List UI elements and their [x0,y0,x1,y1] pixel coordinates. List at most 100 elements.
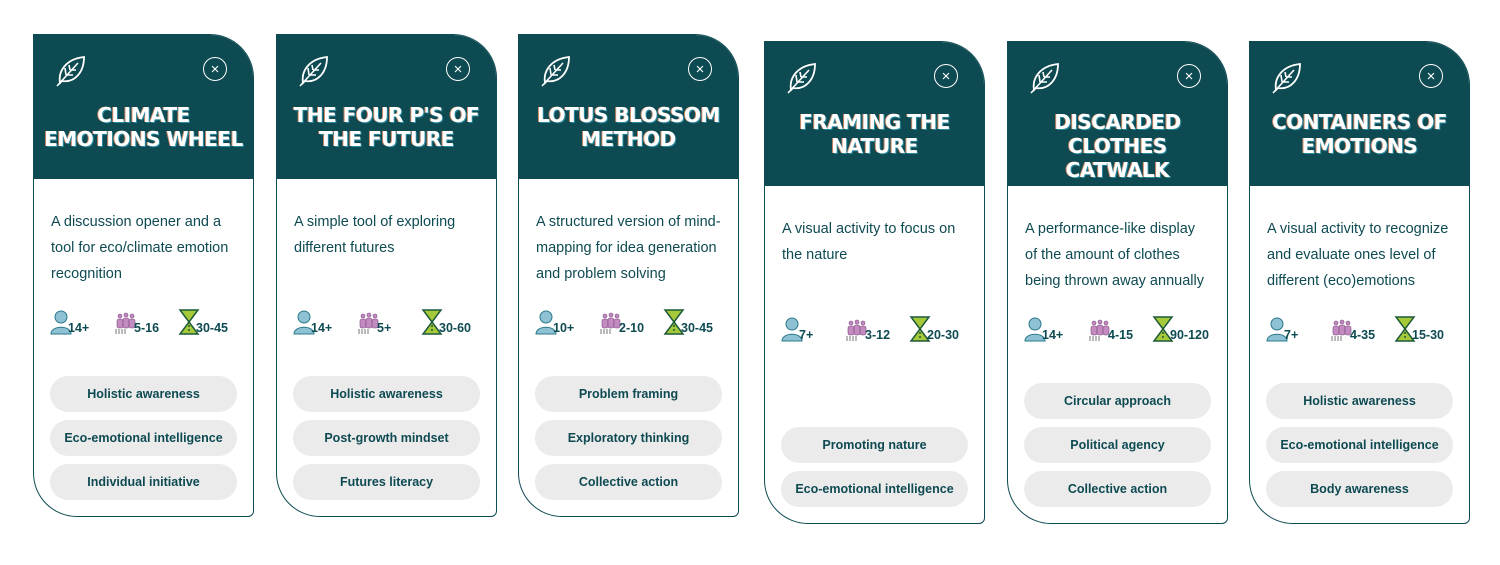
age-stat: 14+ [1024,308,1088,342]
tag-pill[interactable]: Promoting nature [781,427,968,463]
group-size-value: 5-16 [134,321,160,335]
age-stat: 14+ [293,301,357,335]
leaf-icon [1030,62,1059,94]
group-size-value: 3-12 [865,328,891,342]
tag-pill[interactable]: Circular approach [1024,383,1211,419]
card-stats: 7+ 3-12 20-30 [765,308,984,342]
group-icon [1089,319,1110,341]
duration-value: 30-45 [196,321,228,335]
tag-pill[interactable]: Futures literacy [293,464,480,500]
activity-card[interactable]: × CLIMATE EMOTIONS WHEEL A discussion op… [33,34,254,517]
tag-pill[interactable]: Eco-emotional intelligence [1266,427,1453,463]
card-description: A structured version of mind-mapping for… [536,214,721,282]
tag-pill[interactable]: Body awareness [1266,471,1453,507]
age-stat: 10+ [535,301,599,335]
activity-card[interactable]: × CONTAINERS OF EMOTIONS A visual activi… [1249,41,1470,524]
tag-pill[interactable]: Holistic awareness [293,376,480,412]
tag-pill[interactable]: Individual initiative [50,464,237,500]
leaf-icon [299,55,328,87]
activity-card[interactable]: × THE FOUR P'S OF THE FUTURE A simple to… [276,34,497,517]
card-title: DISCARDED CLOTHES CATWALK [1054,110,1181,182]
card-stats: 14+ 5+ 30-60 [277,301,496,335]
hourglass-icon [909,316,931,342]
time-stat: 30-45 [663,301,727,335]
leaf-icon [787,62,816,94]
hourglass-icon [178,309,200,335]
duration-value: 30-45 [681,321,713,335]
group-stat: 2-10 [599,301,663,335]
duration-value: 20-30 [927,328,959,342]
leaf-icon [1272,62,1301,94]
tag-pill[interactable]: Problem framing [535,376,722,412]
person-icon [1266,317,1288,342]
tag-pill[interactable]: Holistic awareness [50,376,237,412]
tag-pill[interactable]: Post-growth mindset [293,420,480,456]
card-title: THE FOUR P'S OF THE FUTURE [293,103,480,151]
card-stats: 14+ 4-15 90-120 [1008,308,1227,342]
activity-card[interactable]: × DISCARDED CLOTHES CATWALK A performanc… [1007,41,1228,524]
group-stat: 4-15 [1088,308,1152,342]
tag-pill[interactable]: Eco-emotional intelligence [781,471,968,507]
card-title: LOTUS BLOSSOM METHOD [537,103,720,151]
card-title: FRAMING THE NATURE [799,110,950,158]
card-description: A visual activity to recognize and evalu… [1267,221,1449,289]
person-icon [293,310,315,335]
group-size-value: 5+ [377,321,392,335]
leaf-icon [56,55,85,87]
tag-pill[interactable]: Collective action [535,464,722,500]
time-stat: 20-30 [909,308,973,342]
card-header: × CONTAINERS OF EMOTIONS [1250,42,1469,186]
tag-pill[interactable]: Exploratory thinking [535,420,722,456]
group-stat: 5+ [357,301,421,335]
card-header: × DISCARDED CLOTHES CATWALK [1008,42,1227,186]
tag-pill[interactable]: Political agency [1024,427,1211,463]
close-button[interactable]: × [446,57,470,81]
card-stats: 7+ 4-35 15-30 [1250,308,1469,342]
person-icon [1024,317,1046,342]
age-value: 14+ [68,321,90,335]
tag-pill[interactable]: Holistic awareness [1266,383,1453,419]
activity-card[interactable]: × FRAMING THE NATURE A visual activity t… [764,41,985,524]
group-stat: 4-35 [1330,308,1394,342]
tag-pill[interactable]: Collective action [1024,471,1211,507]
time-stat: 30-60 [421,301,485,335]
time-stat: 90-120 [1152,308,1216,342]
card-title: CLIMATE EMOTIONS WHEEL [44,103,243,151]
close-button[interactable]: × [934,64,958,88]
group-size-value: 2-10 [619,321,645,335]
tag-pill[interactable]: Eco-emotional intelligence [50,420,237,456]
hourglass-icon [663,309,685,335]
age-value: 7+ [799,328,814,342]
age-stat: 7+ [1266,308,1330,342]
card-description: A visual activity to focus on the nature [782,221,956,263]
time-stat: 30-45 [178,301,242,335]
hourglass-icon [1394,316,1416,342]
leaf-icon [541,55,570,87]
group-icon [115,312,136,334]
close-button[interactable]: × [1177,64,1201,88]
close-button[interactable]: × [203,57,227,81]
card-header: × THE FOUR P'S OF THE FUTURE [277,35,496,179]
duration-value: 30-60 [439,321,471,335]
card-description: A performance-like display of the amount… [1025,221,1204,289]
activity-card[interactable]: × LOTUS BLOSSOM METHOD A structured vers… [518,34,739,517]
person-icon [50,310,72,335]
group-icon [846,319,867,341]
close-button[interactable]: × [1419,64,1443,88]
card-description: A simple tool of exploring different fut… [294,214,456,256]
card-header: × CLIMATE EMOTIONS WHEEL [34,35,253,179]
group-stat: 3-12 [845,308,909,342]
card-stats: 10+ 2-10 30-45 [519,301,738,335]
time-stat: 15-30 [1394,308,1458,342]
hourglass-icon [421,309,443,335]
card-title: CONTAINERS OF EMOTIONS [1272,110,1447,158]
age-stat: 7+ [781,308,845,342]
duration-value: 15-30 [1412,328,1444,342]
close-button[interactable]: × [688,57,712,81]
